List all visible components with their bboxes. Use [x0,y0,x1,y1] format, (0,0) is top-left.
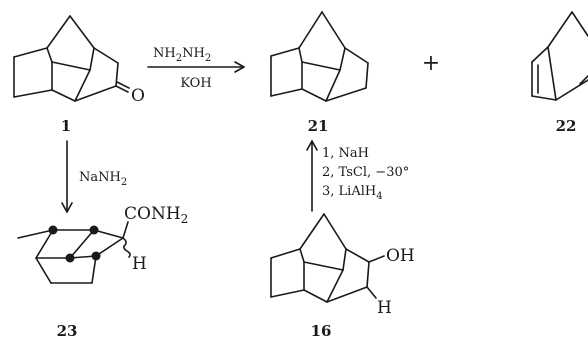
compound-22-number: 22 [556,117,577,135]
compound-16-hydroxyl-label: OH [386,246,415,266]
reagent-step-1: 1, NaH [322,146,369,161]
arrow-1-to-23 [61,140,73,213]
compound-23-structure [17,221,131,284]
compound-23-amide-label: CONH2 [124,204,188,226]
compound-16-structure [270,213,385,303]
reagent-step-2: 2, TsCl, −30° [322,165,409,180]
compound-1-oxygen-label: O [131,86,145,106]
compound-21-number: 21 [308,117,329,135]
compound-16-hydrogen-label: H [377,298,392,318]
compound-23-number: 23 [57,322,78,340]
compound-1-structure: O [13,15,145,106]
arrow-1-to-21 [147,61,245,73]
reagent-koh: KOH [180,76,211,91]
arrow-16-to-21 [306,140,318,212]
compound-22-structure [531,11,588,101]
compound-16-number: 16 [311,322,332,340]
compound-1-number: 1 [61,117,71,135]
reagent-step-3: 3, LiAlH4 [322,184,383,202]
reagent-hydrazine: NH2NH2 [153,46,211,64]
plus-sign: + [422,51,440,76]
compound-23-hydrogen-label: H [132,254,147,274]
compound-21-structure [270,11,369,102]
reagent-sodium-amide: NaNH2 [79,170,127,188]
